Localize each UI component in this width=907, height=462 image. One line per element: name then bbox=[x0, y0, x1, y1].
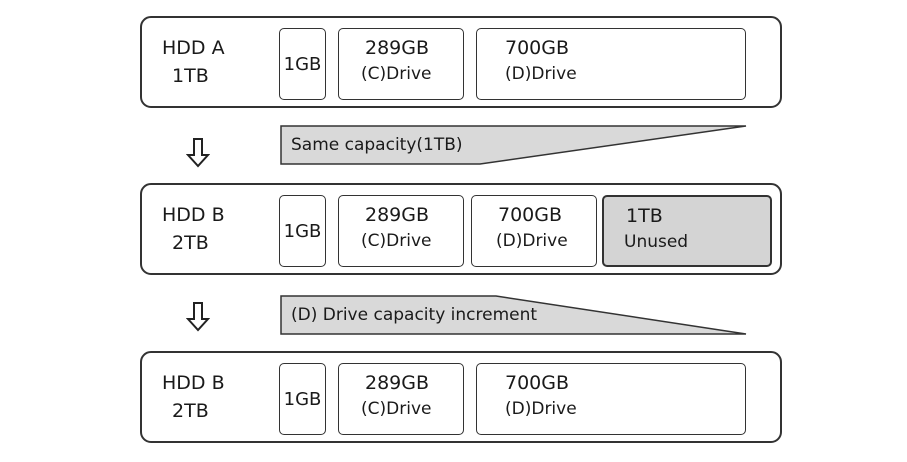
partition-c-drive: 289GB (C)Drive bbox=[338, 28, 464, 100]
partition-name: (C)Drive bbox=[361, 399, 432, 419]
disk-name: HDD B bbox=[162, 372, 225, 394]
step-label: Same capacity(1TB) bbox=[291, 135, 463, 155]
disk-capacity: 2TB bbox=[172, 232, 209, 254]
disk-hdd-b-before: HDD B 2TB 1GB 289GB (C)Drive 700GB (D)Dr… bbox=[140, 183, 782, 275]
partition-size: 700GB bbox=[505, 37, 570, 59]
boot-partition-size: 1GB bbox=[283, 53, 322, 75]
disk-hdd-b-after: HDD B 2TB 1GB 289GB (C)Drive 700GB (D)Dr… bbox=[140, 351, 782, 443]
partition-name: (D)Drive bbox=[496, 231, 568, 251]
disk-name: HDD A bbox=[162, 37, 225, 59]
partition-size: 289GB bbox=[365, 37, 430, 59]
partition-d-drive: 700GB (D)Drive bbox=[476, 363, 746, 435]
step-banner-capacity-increment bbox=[280, 295, 747, 335]
partition-c-drive: 289GB (C)Drive bbox=[338, 363, 464, 435]
partition-size: 700GB bbox=[498, 204, 563, 226]
disk-name: HDD B bbox=[162, 204, 225, 226]
partition-name: (C)Drive bbox=[361, 231, 432, 251]
disk-label: HDD B 2TB bbox=[162, 201, 225, 257]
partition-size: 700GB bbox=[505, 372, 570, 394]
step-banner-same-capacity bbox=[280, 125, 747, 165]
step-label: (D) Drive capacity increment bbox=[291, 305, 538, 325]
boot-partition-size: 1GB bbox=[283, 220, 322, 242]
partition-unused: 1TB Unused bbox=[602, 195, 772, 267]
disk-label: HDD A 1TB bbox=[162, 34, 225, 90]
partition-name: (D)Drive bbox=[505, 399, 577, 419]
down-arrow-icon bbox=[186, 138, 210, 168]
partition-size: 289GB bbox=[365, 372, 430, 394]
boot-partition: 1GB bbox=[279, 363, 326, 435]
partition-name: (C)Drive bbox=[361, 64, 432, 84]
disk-hdd-a: HDD A 1TB 1GB 289GB (C)Drive 700GB (D)Dr… bbox=[140, 16, 782, 108]
boot-partition: 1GB bbox=[279, 28, 326, 100]
disk-capacity: 1TB bbox=[172, 65, 209, 87]
partition-size: 1TB bbox=[626, 205, 663, 227]
disk-label: HDD B 2TB bbox=[162, 369, 225, 425]
partition-size: 289GB bbox=[365, 204, 430, 226]
boot-partition-size: 1GB bbox=[283, 388, 322, 410]
partition-d-drive: 700GB (D)Drive bbox=[471, 195, 597, 267]
partition-name: Unused bbox=[624, 232, 689, 252]
partition-name: (D)Drive bbox=[505, 64, 577, 84]
partition-d-drive: 700GB (D)Drive bbox=[476, 28, 746, 100]
partition-c-drive: 289GB (C)Drive bbox=[338, 195, 464, 267]
disk-capacity: 2TB bbox=[172, 400, 209, 422]
down-arrow-icon bbox=[186, 302, 210, 332]
boot-partition: 1GB bbox=[279, 195, 326, 267]
